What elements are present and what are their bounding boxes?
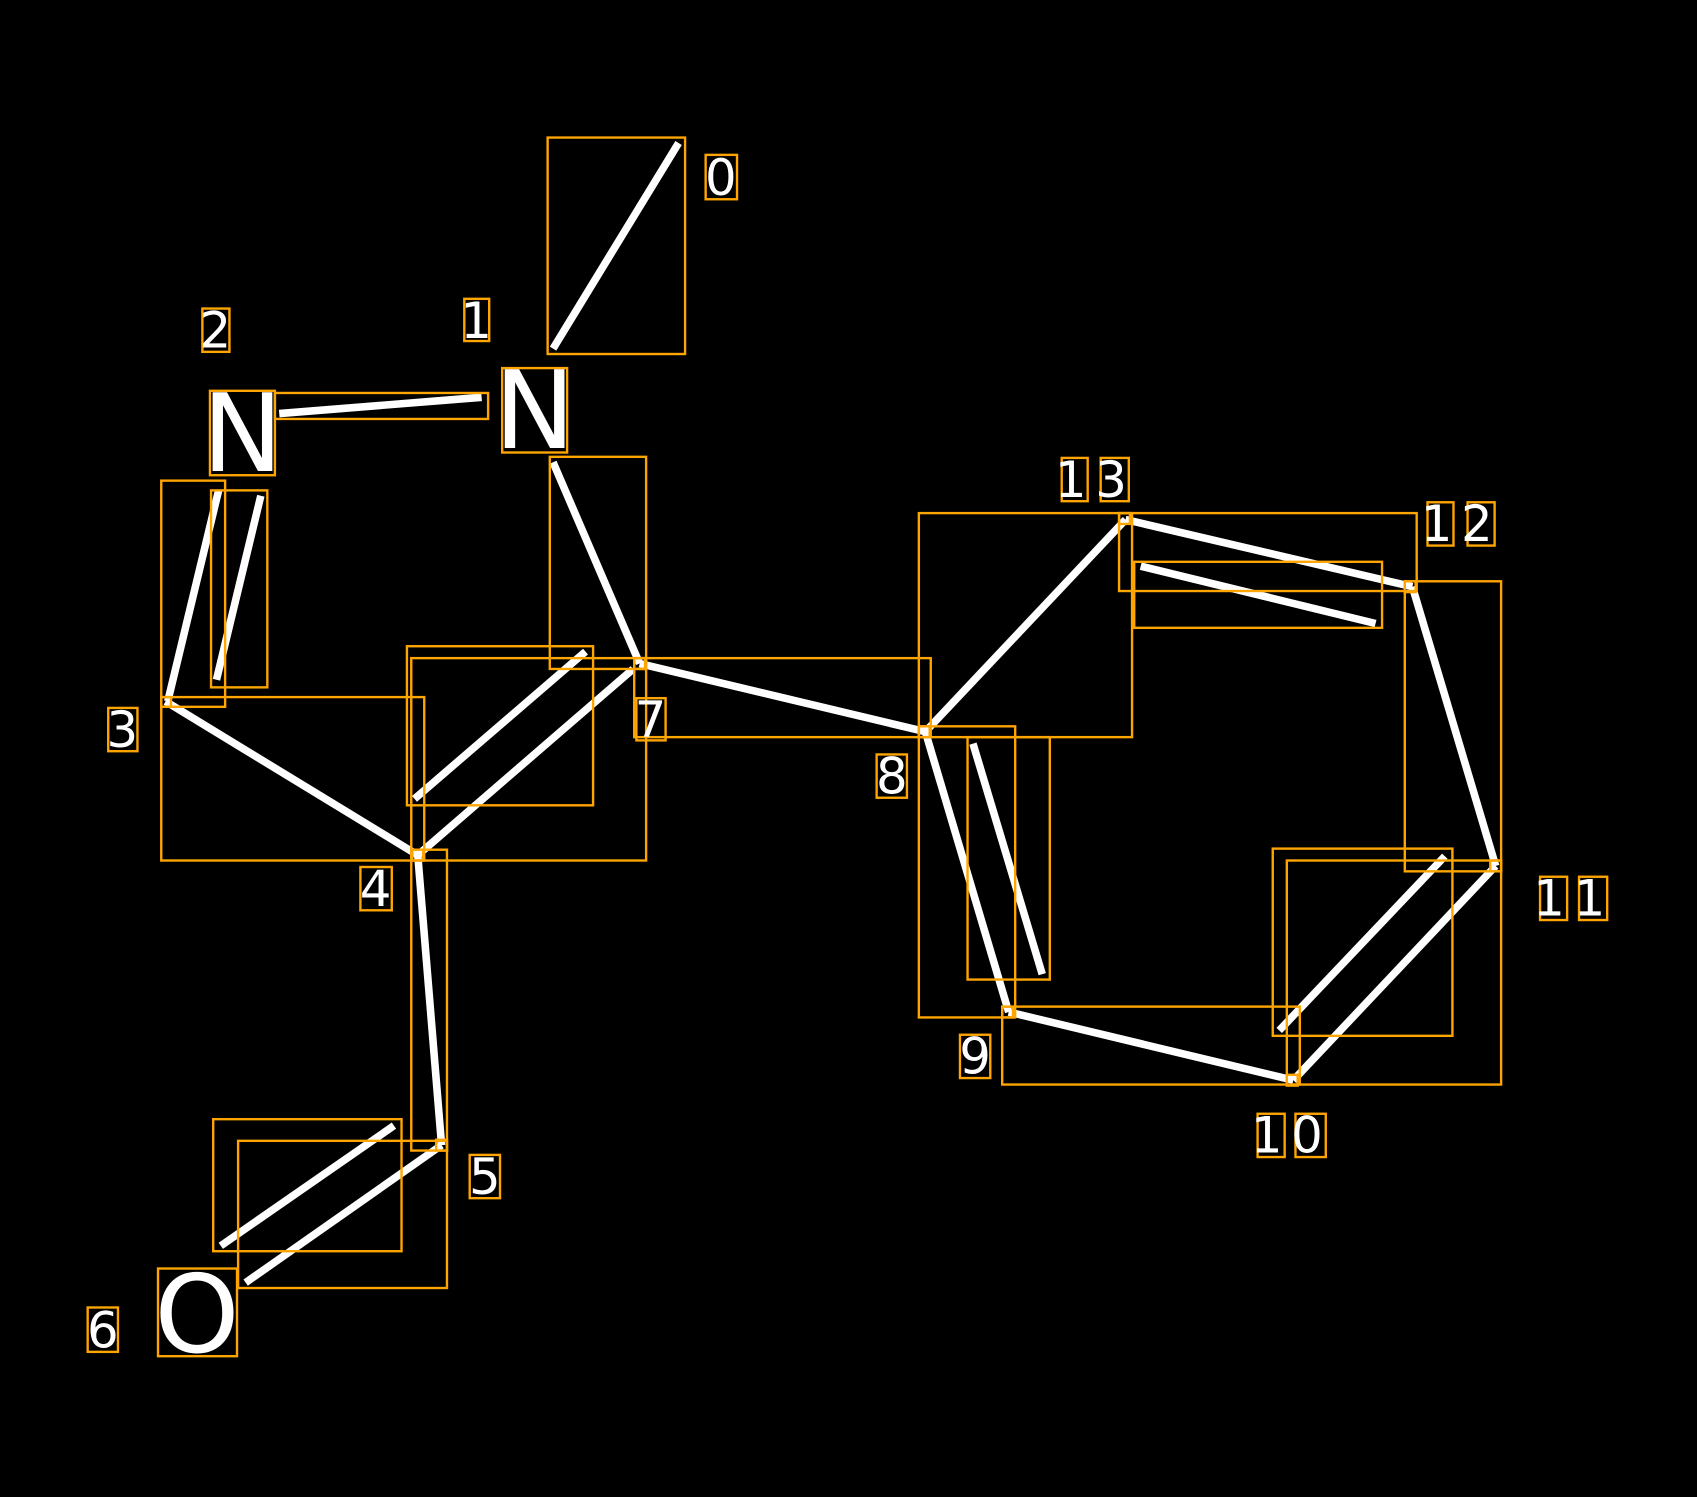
- atom-label-n2: N: [202, 371, 283, 497]
- atom-index-5: 5: [469, 1148, 501, 1206]
- atom-index-2: 2: [200, 302, 232, 360]
- atom-box-10: [1285, 1073, 1299, 1087]
- bond-11-10: [1290, 863, 1499, 1083]
- atom-box-3: [160, 695, 173, 709]
- bond-4-7: [415, 666, 636, 858]
- bond-box: [160, 695, 426, 862]
- bond-box: [966, 735, 1051, 981]
- index-box: [1426, 501, 1455, 547]
- bond-box: [1117, 511, 1418, 593]
- bond-11-10-inner: [1276, 853, 1448, 1034]
- bond-9-8-inner: [969, 742, 1046, 976]
- atom-label-o6: O: [154, 1252, 239, 1378]
- bond-4-5: [413, 854, 446, 1146]
- bond-2-3-inner: [212, 494, 265, 681]
- index-box: [704, 153, 739, 201]
- atom-index-12: 12: [1421, 495, 1502, 553]
- bond-3-4: [163, 698, 420, 859]
- bond-box: [236, 1139, 449, 1290]
- bond-box: [160, 479, 227, 709]
- index-box: [1577, 875, 1609, 922]
- bond-box: [209, 489, 269, 689]
- bond-box: [917, 725, 1017, 1019]
- bonds: [163, 140, 1500, 1286]
- atom-index-3: 3: [106, 701, 138, 759]
- atom-index-1: 1: [460, 292, 492, 350]
- bond-1-2: [278, 393, 482, 418]
- bond-12-11: [1408, 585, 1500, 868]
- atom-index-13: 13: [1055, 451, 1136, 509]
- index-box: [1466, 501, 1496, 547]
- atom-box-7: [633, 656, 647, 671]
- index-box: [1538, 875, 1569, 922]
- index-box: [1294, 1112, 1327, 1159]
- atom-box-1: [500, 366, 569, 454]
- index-box: [1060, 456, 1089, 503]
- bond-box: [548, 455, 648, 671]
- bond-box: [1285, 859, 1503, 1086]
- bond-8-13: [922, 516, 1129, 735]
- atom-box-8: [917, 725, 931, 739]
- index-box: [1099, 456, 1130, 503]
- atom-box-6: [156, 1267, 239, 1358]
- bond-boxes: [160, 136, 1503, 1290]
- bond-box: [1133, 560, 1384, 630]
- atom-box-5: [434, 1138, 449, 1152]
- index-box: [958, 1033, 992, 1080]
- atom-label-n1: N: [494, 348, 575, 474]
- index-box: [463, 297, 491, 343]
- bond-10-9: [1007, 1008, 1295, 1084]
- bond-0-1: [549, 140, 682, 351]
- bond-5-6-inner: [218, 1122, 397, 1249]
- bond-13-12-inner: [1139, 562, 1377, 628]
- index-box: [875, 753, 909, 799]
- bond-13-12: [1124, 515, 1414, 591]
- atom-box-12: [1403, 580, 1417, 594]
- index-box: [1256, 1112, 1286, 1159]
- index-box: [635, 696, 667, 742]
- index-labels: 0 1 2 3 4 5 6 7 8 9 10 11 12 13: [86, 149, 1614, 1360]
- atom-index-8: 8: [876, 747, 908, 805]
- index-box: [86, 1306, 120, 1354]
- bond-1-7: [549, 460, 644, 666]
- atom-box-13: [1117, 511, 1132, 526]
- atom-box-11: [1489, 859, 1503, 873]
- index-box: [201, 307, 231, 354]
- index-box: [468, 1153, 502, 1200]
- bond-box: [410, 848, 449, 1152]
- atom-box-9: [1000, 1005, 1015, 1019]
- bond-box: [405, 645, 595, 807]
- atom-index-7: 7: [635, 691, 667, 749]
- bond-5-6: [243, 1142, 444, 1286]
- atom-box-2: [208, 389, 277, 477]
- bond-box: [410, 656, 648, 862]
- atom-index-6: 6: [87, 1302, 119, 1360]
- bond-box: [212, 1117, 403, 1253]
- bond-box: [1000, 1005, 1301, 1086]
- atom-index-11: 11: [1533, 870, 1614, 928]
- bond-box: [633, 656, 932, 739]
- atom-index-0: 0: [705, 149, 737, 207]
- atom-index-4: 4: [360, 860, 392, 918]
- atom-labels: N N O: [154, 348, 575, 1378]
- atom-index-10: 10: [1251, 1107, 1332, 1165]
- bond-4-7-inner: [412, 648, 588, 802]
- index-box: [107, 706, 139, 753]
- atom-index-9: 9: [959, 1028, 991, 1086]
- index-box: [359, 865, 393, 912]
- atom-box-4: [411, 848, 425, 862]
- atom-point-boxes: [160, 511, 1503, 1152]
- bond-7-8: [638, 659, 927, 736]
- bond-box: [1271, 847, 1454, 1038]
- bond-box: [546, 136, 687, 356]
